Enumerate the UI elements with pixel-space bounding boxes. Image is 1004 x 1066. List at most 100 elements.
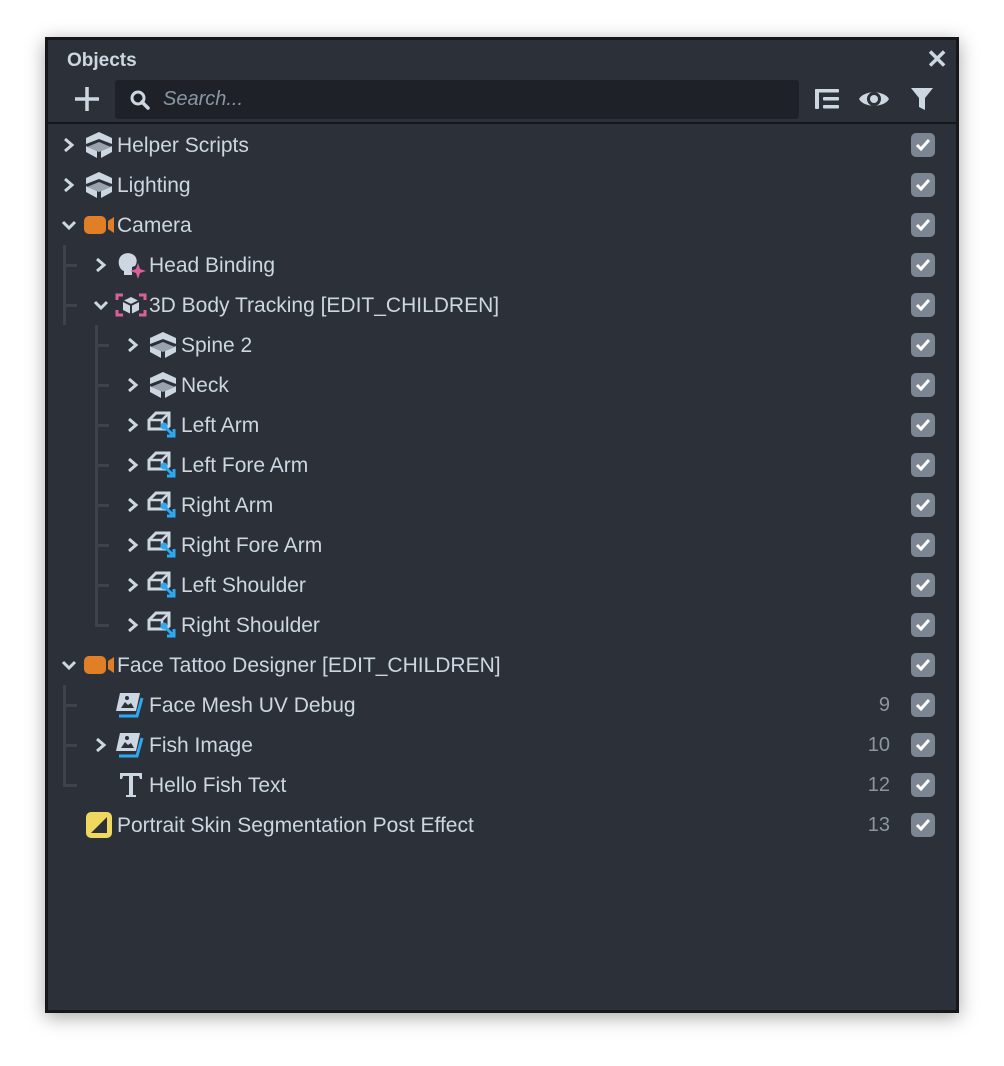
- close-icon[interactable]: ✕: [926, 44, 948, 74]
- tree-connector: [63, 744, 77, 747]
- row-label: Left Arm: [181, 414, 260, 437]
- chevron-right-icon[interactable]: [125, 335, 141, 355]
- chevron-right-icon[interactable]: [125, 535, 141, 555]
- tree-row[interactable]: Lighting: [48, 165, 956, 205]
- row-label: Lighting: [117, 174, 191, 197]
- visibility-checkbox[interactable]: [911, 613, 935, 637]
- joint-icon: [147, 531, 179, 559]
- joint-icon: [147, 571, 179, 599]
- chevron-right-icon[interactable]: [61, 135, 77, 155]
- tree-row[interactable]: Head Binding: [48, 245, 956, 285]
- row-label: Left Fore Arm: [181, 454, 309, 477]
- visibility-checkbox[interactable]: [911, 733, 935, 757]
- chevron-right-icon[interactable]: [125, 455, 141, 475]
- add-object-button[interactable]: [72, 84, 102, 114]
- text-icon: [115, 771, 147, 799]
- panel-title: Objects: [67, 50, 137, 71]
- visibility-eye-icon[interactable]: [858, 86, 890, 112]
- row-label: Camera: [117, 214, 192, 237]
- search-box[interactable]: [115, 80, 799, 119]
- tree-connector: [95, 464, 109, 467]
- hierarchy-view-icon[interactable]: [814, 86, 840, 112]
- row-label: Helper Scripts: [117, 134, 249, 157]
- objects-panel: Objects ✕ Helper ScriptsLightingCameraHe…: [45, 37, 959, 1013]
- visibility-checkbox[interactable]: [911, 533, 935, 557]
- visibility-checkbox[interactable]: [911, 293, 935, 317]
- tree-connector: [95, 544, 109, 547]
- tree-line: [63, 725, 66, 765]
- tree-connector: [63, 784, 77, 787]
- visibility-checkbox[interactable]: [911, 133, 935, 157]
- chevron-right-icon[interactable]: [93, 255, 109, 275]
- visibility-checkbox[interactable]: [911, 773, 935, 797]
- tree-row[interactable]: Right Shoulder: [48, 605, 956, 645]
- tree-row[interactable]: Right Fore Arm: [48, 525, 956, 565]
- joint-icon: [147, 451, 179, 479]
- chevron-right-icon[interactable]: [125, 615, 141, 635]
- group-icon: [147, 371, 179, 399]
- tree-row[interactable]: Hello Fish Text 12: [48, 765, 956, 805]
- row-label: Portrait Skin Segmentation Post Effect: [117, 814, 474, 837]
- group-icon: [147, 331, 179, 359]
- checkmark-icon: [915, 619, 931, 632]
- row-label: Right Shoulder: [181, 614, 320, 637]
- visibility-checkbox[interactable]: [911, 333, 935, 357]
- tree-row[interactable]: Camera: [48, 205, 956, 245]
- row-number: 12: [867, 774, 890, 796]
- tree-row[interactable]: Left Shoulder: [48, 565, 956, 605]
- visibility-checkbox[interactable]: [911, 693, 935, 717]
- row-label: Left Shoulder: [181, 574, 306, 597]
- visibility-checkbox[interactable]: [911, 453, 935, 477]
- visibility-checkbox[interactable]: [911, 573, 935, 597]
- tree-line: [95, 485, 98, 525]
- chevron-right-icon[interactable]: [125, 575, 141, 595]
- row-label: Hello Fish Text: [149, 774, 287, 797]
- chevron-right-icon[interactable]: [125, 375, 141, 395]
- tree-row[interactable]: Neck: [48, 365, 956, 405]
- visibility-checkbox[interactable]: [911, 213, 935, 237]
- search-input[interactable]: [163, 80, 783, 119]
- checkmark-icon: [915, 339, 931, 352]
- tree-row[interactable]: Face Tattoo Designer [EDIT_CHILDREN]: [48, 645, 956, 685]
- chevron-down-icon[interactable]: [61, 655, 77, 675]
- chevron-down-icon[interactable]: [93, 295, 109, 315]
- search-icon: [130, 90, 150, 110]
- tree-connector: [95, 624, 109, 627]
- tree-row[interactable]: 3D Body Tracking [EDIT_CHILDREN]: [48, 285, 956, 325]
- visibility-checkbox[interactable]: [911, 493, 935, 517]
- filter-icon[interactable]: [910, 86, 934, 112]
- checkmark-icon: [915, 219, 931, 232]
- visibility-checkbox[interactable]: [911, 373, 935, 397]
- chevron-right-icon[interactable]: [61, 175, 77, 195]
- tree-row[interactable]: Left Arm: [48, 405, 956, 445]
- checkmark-icon: [915, 499, 931, 512]
- chevron-right-icon[interactable]: [125, 415, 141, 435]
- checkmark-icon: [915, 699, 931, 712]
- visibility-checkbox[interactable]: [911, 253, 935, 277]
- tree-line: [95, 365, 98, 405]
- visibility-checkbox[interactable]: [911, 653, 935, 677]
- tree-row[interactable]: Helper Scripts: [48, 125, 956, 165]
- chevron-right-icon[interactable]: [125, 495, 141, 515]
- tree-row[interactable]: Right Arm: [48, 485, 956, 525]
- image-icon: [115, 691, 147, 719]
- chevron-down-icon[interactable]: [61, 215, 77, 235]
- tree-line: [95, 405, 98, 445]
- visibility-checkbox[interactable]: [911, 413, 935, 437]
- tree-connector: [95, 584, 109, 587]
- visibility-checkbox[interactable]: [911, 813, 935, 837]
- row-label: Fish Image: [149, 734, 253, 757]
- row-label: Head Binding: [149, 254, 276, 277]
- tree-row[interactable]: Left Fore Arm: [48, 445, 956, 485]
- camera-icon: [83, 211, 115, 239]
- checkmark-icon: [915, 419, 931, 432]
- chevron-right-icon[interactable]: [93, 735, 109, 755]
- checkmark-icon: [915, 779, 931, 792]
- tree-row[interactable]: Spine 2: [48, 325, 956, 365]
- visibility-checkbox[interactable]: [911, 173, 935, 197]
- checkmark-icon: [915, 819, 931, 832]
